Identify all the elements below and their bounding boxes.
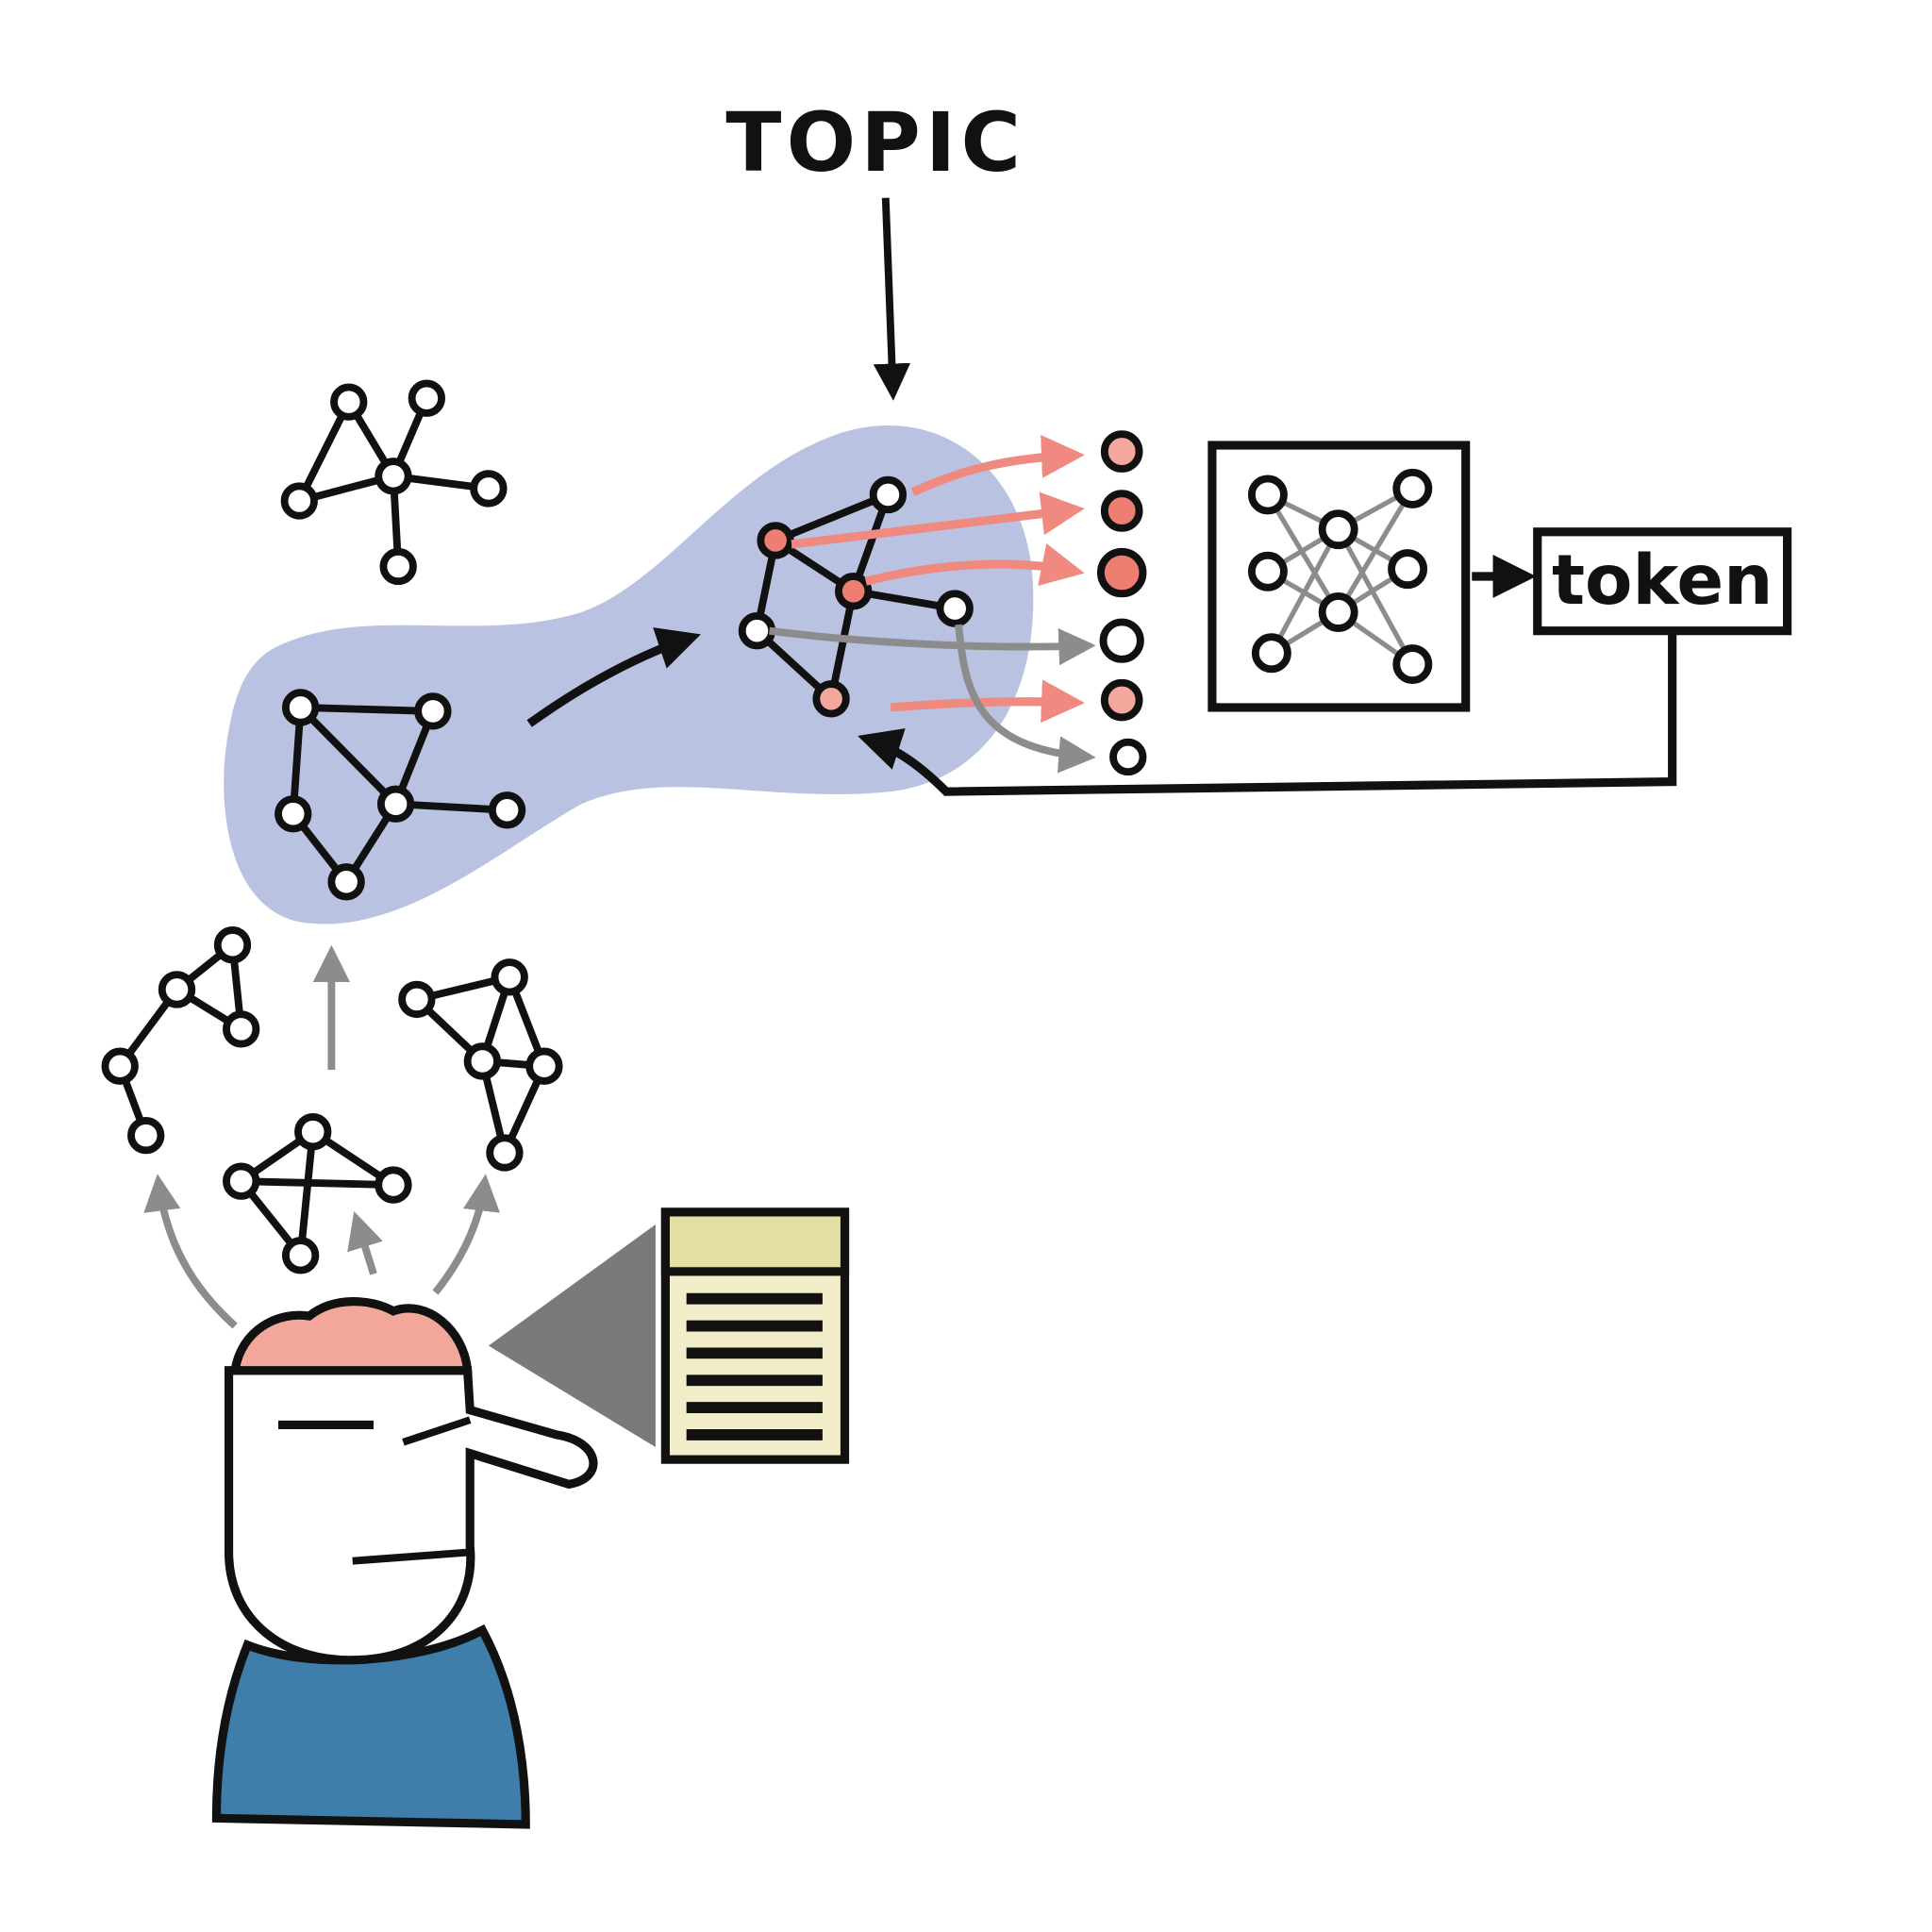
activation-arrows-gray (769, 624, 1096, 774)
output-node-column (1096, 430, 1147, 776)
highlight-region (224, 425, 1034, 924)
token-box (1533, 527, 1792, 636)
small-graph-center (223, 1113, 412, 1274)
token-label: token (1552, 541, 1773, 621)
small-graph-right (398, 958, 563, 1172)
document (660, 1208, 850, 1464)
topic-arrow (873, 197, 911, 401)
eyebrow (402, 1416, 472, 1446)
combined-graph (275, 689, 526, 901)
activated-graph (738, 475, 974, 718)
person-reading (211, 1297, 598, 1829)
token-feedback-arrow (858, 633, 1677, 796)
small-graph-left (101, 926, 260, 1155)
brain (229, 1297, 473, 1375)
loose-graph-top (280, 379, 508, 586)
topic-label: TOPIC (725, 96, 1025, 191)
mouth (352, 1548, 471, 1565)
neural-network-box (1208, 441, 1471, 712)
graph-transition-arrow (526, 627, 701, 727)
viewing-cone (488, 1224, 656, 1448)
head (224, 1366, 598, 1665)
thought-arrows (143, 944, 500, 1329)
activation-arrows-red (791, 435, 1085, 724)
